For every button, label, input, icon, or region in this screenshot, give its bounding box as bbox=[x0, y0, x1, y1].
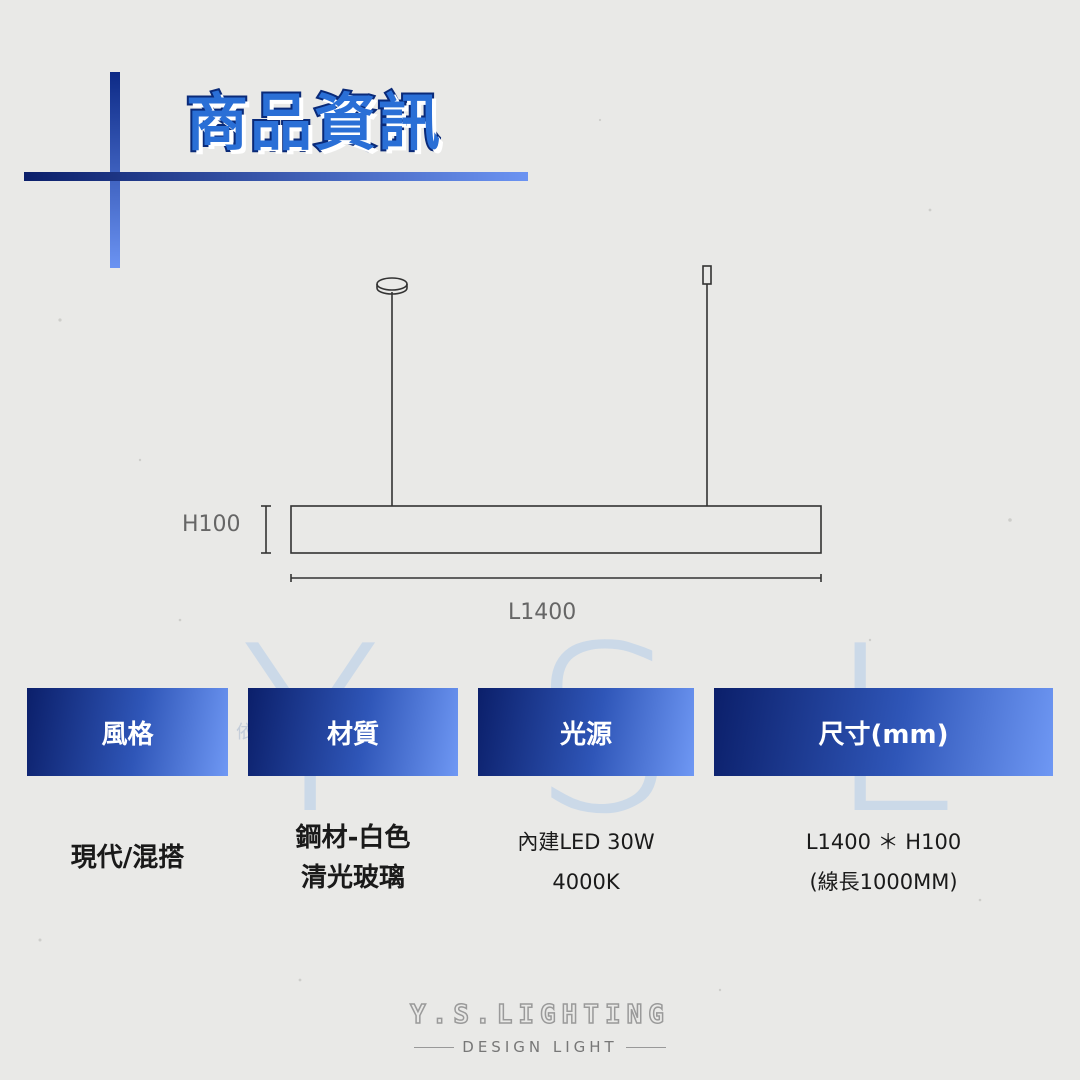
spec-value-light-source: 內建LED 30W 4000K bbox=[478, 822, 694, 902]
brand-tagline: DESIGN LIGHT bbox=[0, 1038, 1080, 1056]
spec-value-line: 4000K bbox=[552, 870, 620, 894]
accent-vertical-bar bbox=[110, 72, 120, 268]
spec-value-line: L1400 ＊ H100 bbox=[805, 830, 962, 854]
tagline-rule-left bbox=[414, 1047, 455, 1048]
height-dimension-bracket bbox=[261, 505, 271, 554]
product-dimension-drawing bbox=[261, 265, 822, 582]
spec-value-material: 鋼材-白色 清光玻璃 bbox=[248, 818, 458, 898]
tagline-rule-right bbox=[625, 1047, 666, 1048]
length-dimension-line bbox=[290, 574, 822, 582]
spec-value-line: 鋼材-白色 bbox=[295, 823, 411, 853]
height-label: H100 bbox=[182, 512, 241, 537]
spec-value-line: 清光玻璃 bbox=[300, 863, 405, 893]
spec-value-line: 現代/混搭 bbox=[70, 843, 185, 873]
brand-logo-name: Y.S.LIGHTING bbox=[409, 999, 670, 1031]
accent-horizontal-bar bbox=[24, 172, 528, 181]
spec-value-size: L1400 ＊ H100 (線長1000MM) bbox=[714, 822, 1053, 902]
page-title: 商品資訊 bbox=[184, 84, 443, 161]
lamp-body bbox=[290, 505, 822, 554]
spec-header-size: 尺寸(mm) bbox=[714, 688, 1053, 776]
spec-value-style: 現代/混搭 bbox=[27, 838, 228, 878]
spec-header-style: 風格 bbox=[27, 688, 228, 776]
spec-header-material: 材質 bbox=[248, 688, 458, 776]
ceiling-canopy-right bbox=[702, 265, 712, 285]
spec-header-light-source: 光源 bbox=[478, 688, 694, 776]
tagline-text: DESIGN LIGHT bbox=[462, 1038, 618, 1056]
spec-value-line: 內建LED 30W bbox=[517, 830, 655, 854]
length-label: L1400 bbox=[508, 600, 577, 625]
spec-value-line: (線長1000MM) bbox=[809, 870, 958, 894]
ceiling-canopy-left bbox=[376, 277, 408, 291]
